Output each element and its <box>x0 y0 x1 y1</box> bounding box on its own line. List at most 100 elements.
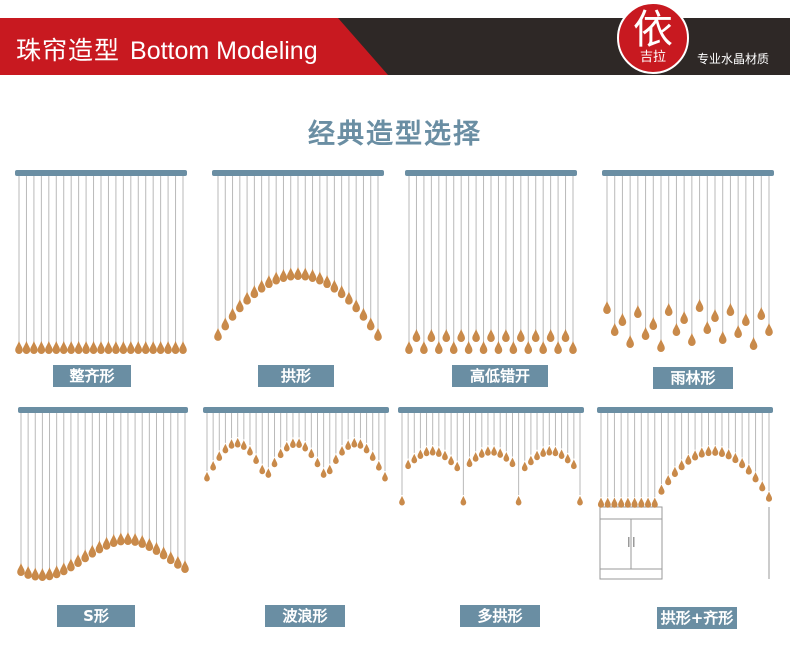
label-staggered: 高低错开 <box>452 365 548 387</box>
bead <box>326 464 333 475</box>
panel-staggered <box>405 170 577 360</box>
bead <box>577 495 583 506</box>
bead <box>429 445 436 456</box>
bead <box>127 341 135 354</box>
curtain-rod <box>602 170 774 176</box>
bead <box>301 267 310 281</box>
bead <box>561 329 570 342</box>
bead <box>664 303 673 316</box>
bead <box>497 448 504 458</box>
bead <box>472 329 480 342</box>
bead <box>357 438 364 449</box>
bead <box>399 495 405 506</box>
bead <box>88 544 97 558</box>
cabinet-outline <box>599 506 663 580</box>
bead <box>457 329 465 342</box>
bead <box>314 457 321 468</box>
bead <box>363 443 370 454</box>
bead <box>671 466 678 478</box>
bead <box>345 291 353 305</box>
bead <box>509 457 516 468</box>
bead <box>52 341 61 354</box>
label-rain: 雨林形 <box>653 367 733 389</box>
bead <box>618 497 625 508</box>
bead <box>323 275 331 289</box>
bead <box>149 341 157 354</box>
bead <box>645 497 652 508</box>
curtain-s-shape-illustration <box>17 407 189 581</box>
bead <box>569 341 577 354</box>
brand-logo-char: 依 <box>633 7 673 53</box>
bead <box>240 440 247 450</box>
bead <box>534 450 540 461</box>
bead <box>15 341 23 354</box>
panel-even <box>15 170 187 360</box>
header-title-cn: 珠帘造型 <box>16 36 121 65</box>
bead <box>265 275 273 289</box>
panel-arch <box>212 170 384 360</box>
bead <box>257 279 266 293</box>
bead <box>81 549 89 563</box>
bead <box>204 471 210 482</box>
header-red-band <box>0 18 388 75</box>
bead <box>109 533 118 547</box>
bead <box>119 341 128 354</box>
bead <box>376 460 382 471</box>
bead <box>712 445 719 456</box>
bead <box>330 279 339 293</box>
bead <box>597 497 605 508</box>
bead <box>279 269 288 283</box>
bead <box>294 267 302 280</box>
panel-wave <box>203 407 389 597</box>
bead <box>234 437 241 448</box>
bead <box>24 565 32 579</box>
bead <box>374 327 382 341</box>
bead <box>517 329 525 342</box>
curtain-rod <box>405 170 577 176</box>
bead <box>503 451 510 462</box>
bead <box>423 446 430 457</box>
bead <box>124 532 132 546</box>
bead <box>435 447 442 457</box>
bead <box>359 307 368 321</box>
bead <box>552 446 559 457</box>
bead <box>631 497 638 508</box>
bead <box>134 341 143 354</box>
bead <box>316 271 324 285</box>
bead <box>308 448 315 459</box>
bead <box>765 323 773 336</box>
bead <box>634 305 642 318</box>
bead <box>45 341 53 354</box>
curtain-rod <box>15 170 187 176</box>
bead <box>250 285 259 299</box>
bead <box>454 461 461 472</box>
bead <box>412 329 421 342</box>
cabinet-handle-left <box>628 537 630 547</box>
bead <box>491 446 497 456</box>
bead <box>102 536 111 550</box>
bead <box>688 333 696 346</box>
bead <box>337 285 346 299</box>
bead <box>82 341 90 354</box>
bead <box>692 450 699 461</box>
bead <box>502 329 510 342</box>
label-wave: 波浪形 <box>265 605 345 627</box>
bead <box>711 309 719 322</box>
bead <box>571 459 577 470</box>
curtain-even-illustration <box>15 170 187 354</box>
bead <box>546 329 555 342</box>
bead <box>665 474 672 486</box>
bead <box>351 437 358 448</box>
bead <box>540 447 547 457</box>
bead <box>718 446 725 457</box>
bead <box>442 450 448 461</box>
bead <box>472 451 479 462</box>
bead <box>658 484 665 495</box>
bead <box>290 438 296 448</box>
bead <box>141 341 150 354</box>
bead <box>210 460 216 471</box>
bead <box>641 327 650 340</box>
bead <box>247 445 253 456</box>
